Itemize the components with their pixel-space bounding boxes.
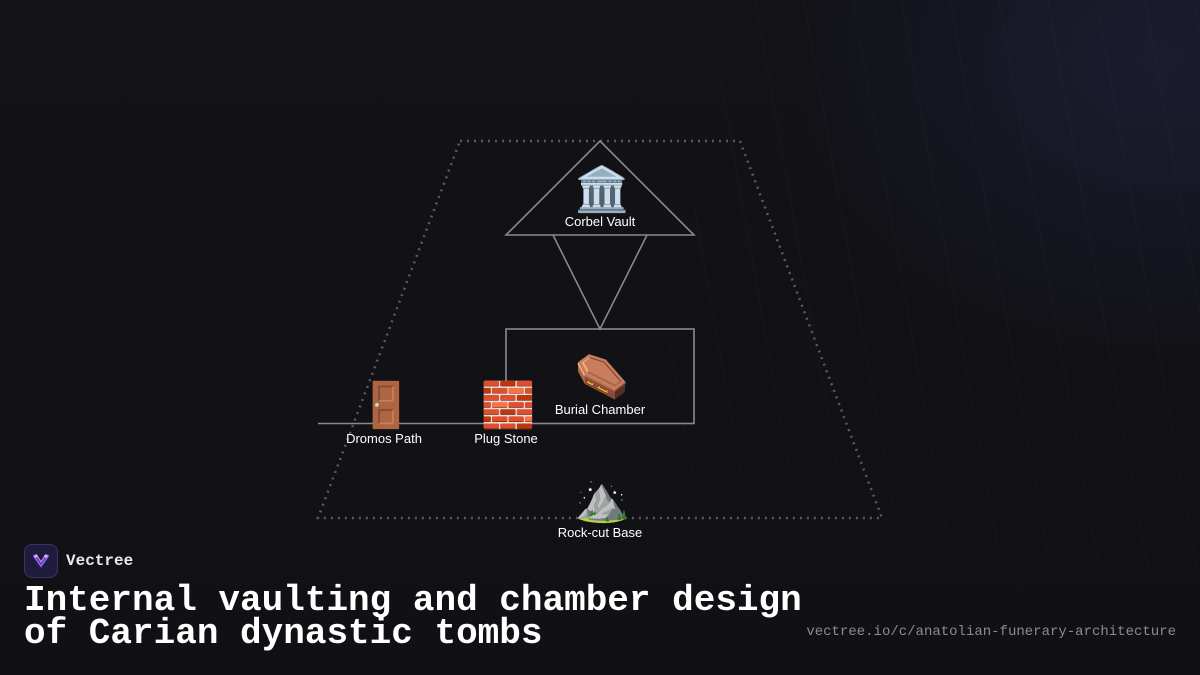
plug-label: Plug Stone [474,431,538,446]
vault-chamber-connector [552,234,648,331]
source-url: vectree.io/c/anatolian-funerary-architec… [806,624,1176,640]
page-title: Internal vaulting and chamber design of … [24,580,802,654]
vault-label: Corbel Vault [565,214,636,229]
coffin-icon: ⚰️ [575,351,630,402]
classical-building-icon: 🏛️ [575,164,630,215]
brand-name: Vectree [66,552,134,570]
vectree-logo-icon [24,544,58,578]
brick-icon: 🧱 [481,380,536,431]
chamber-box [505,328,695,425]
base-label: Rock-cut Base [558,525,643,540]
door-icon: 🚪 [359,380,414,431]
dromos-arrowhead [500,419,508,428]
chamber-label: Burial Chamber [555,402,646,417]
dromos-label: Dromos Path [346,431,422,446]
brand: Vectree [24,544,133,578]
mountain-icon: ⛰️ [575,474,630,525]
vault-triangle [504,139,696,236]
